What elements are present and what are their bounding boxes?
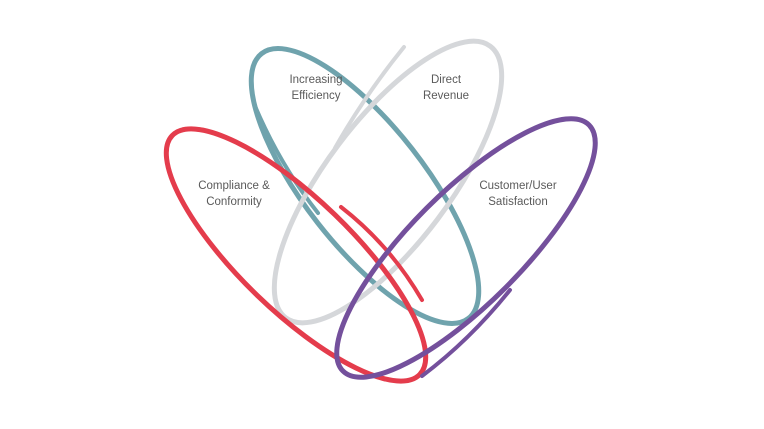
label-line: Conformity <box>206 196 262 208</box>
satisfaction-accent-arc <box>420 288 512 378</box>
label-direct-revenue: Direct Revenue <box>376 72 516 104</box>
compliance-ellipse <box>163 126 429 384</box>
label-increasing-efficiency: Increasing Efficiency <box>246 72 386 104</box>
revenue-accent-arc <box>333 45 406 150</box>
label-line: Direct <box>430 74 462 86</box>
label-customer-satisfaction: Customer/User Satisfaction <box>448 178 588 210</box>
label-line: Compliance & <box>198 180 270 192</box>
label-line: Satisfaction <box>488 196 548 208</box>
satisfaction-ellipse <box>334 116 598 380</box>
label-line: Efficiency <box>291 90 341 102</box>
label-compliance-conformity: Compliance & Conformity <box>164 178 304 210</box>
label-line: Increasing <box>289 74 343 86</box>
efficiency-accent-arc <box>253 104 320 215</box>
label-line: Customer/User <box>479 180 557 192</box>
compliance-accent-arc <box>339 205 424 302</box>
label-line: Revenue <box>422 90 470 102</box>
